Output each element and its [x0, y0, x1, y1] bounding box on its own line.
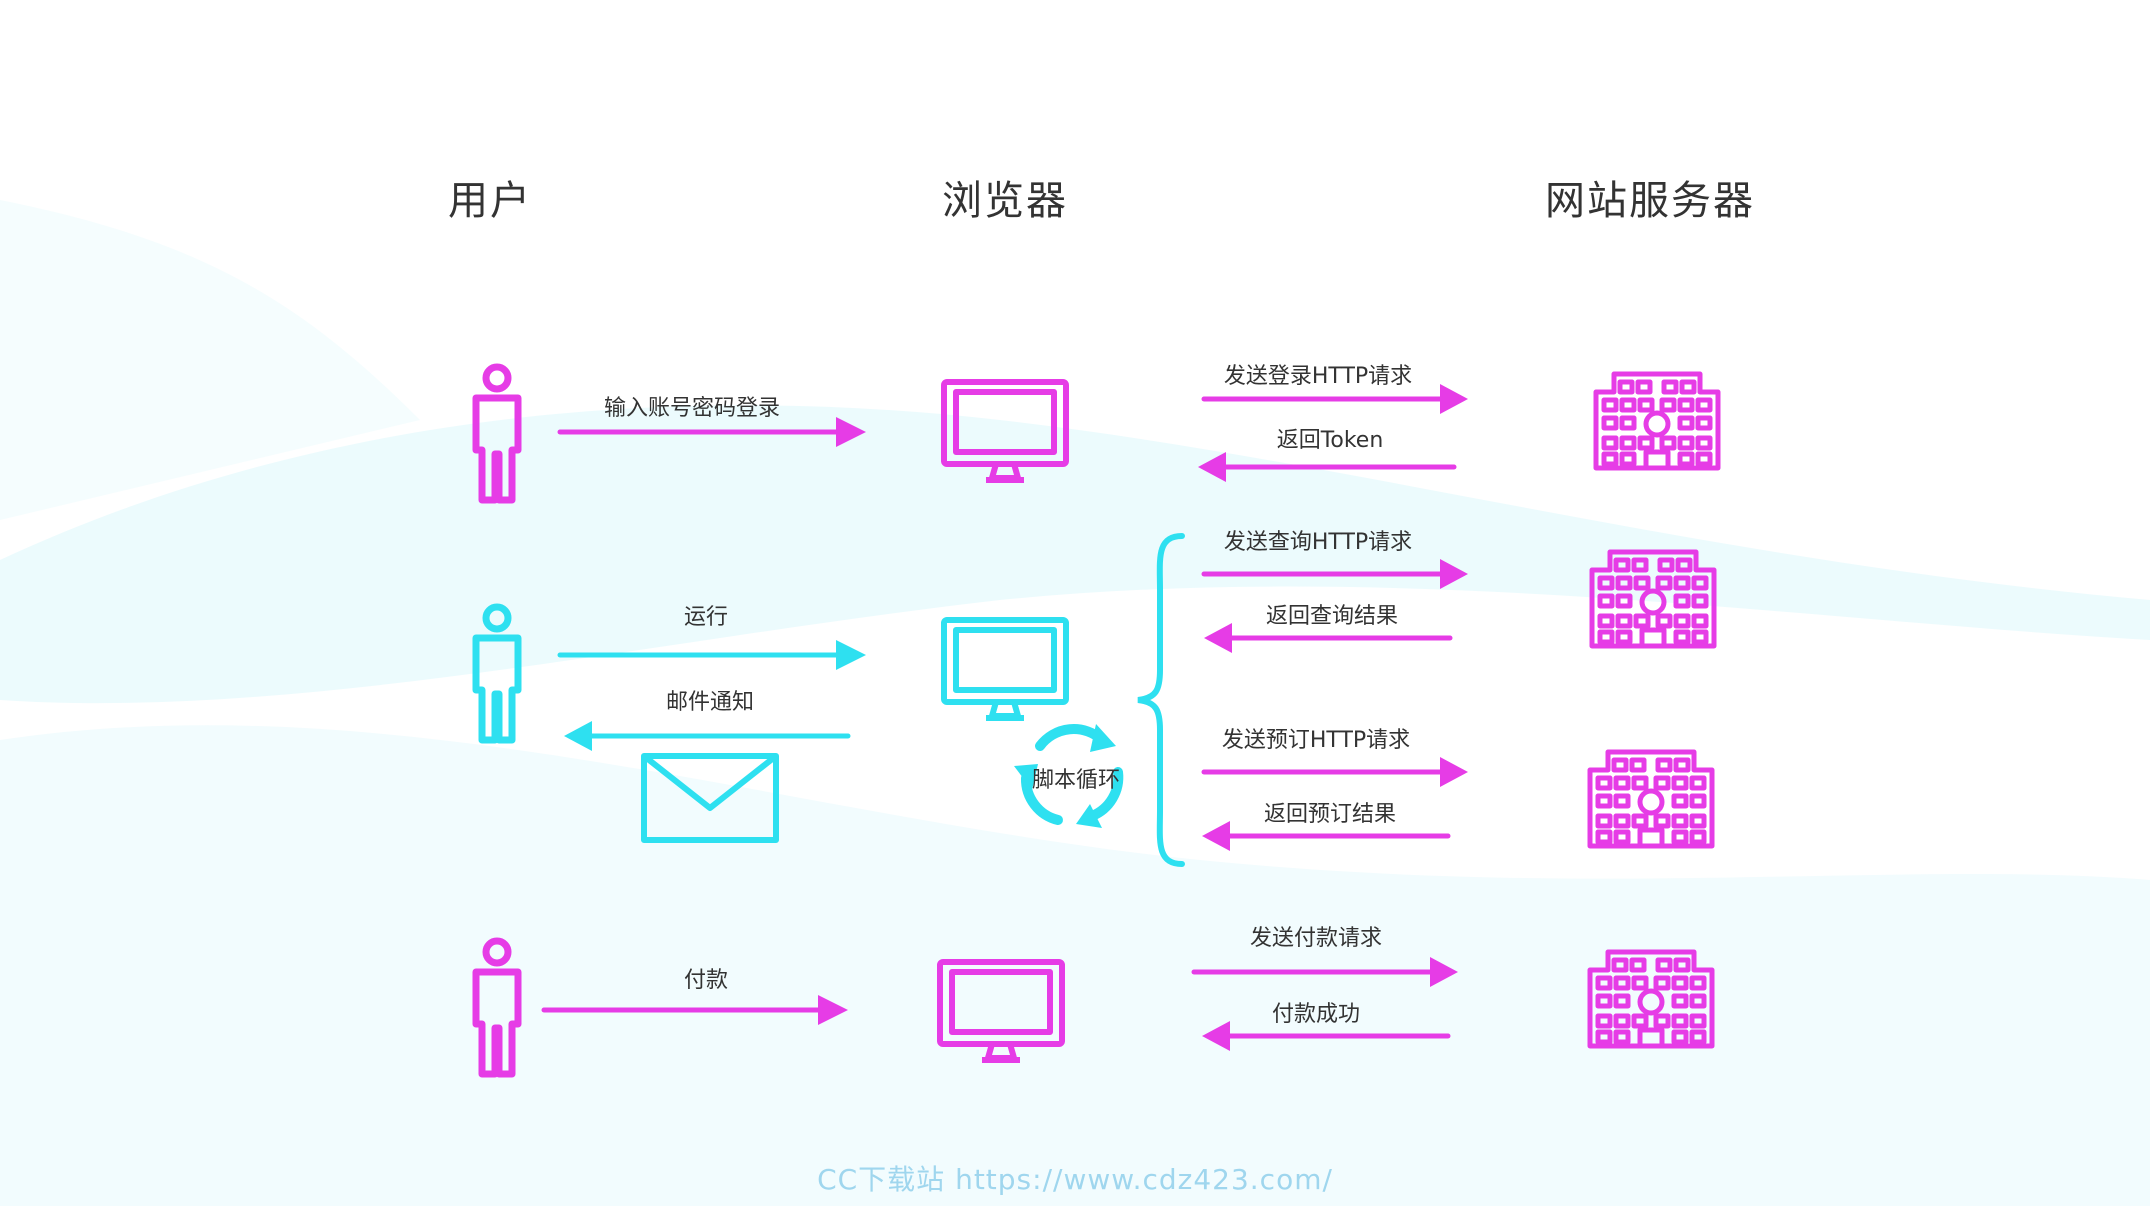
- label-query-request: 发送查询HTTP请求: [1223, 530, 1413, 555]
- arrow-right: [1201, 384, 1468, 414]
- cycle-arrows-icon: [1014, 724, 1124, 828]
- arrow-right: [557, 417, 866, 447]
- label-run: 运行: [683, 605, 729, 630]
- label-book-response: 返回预订结果: [1263, 802, 1397, 827]
- label-script-loop: 脚本循环: [1031, 768, 1121, 793]
- label-pay-request: 发送付款请求: [1249, 926, 1383, 951]
- arrow-right: [1201, 757, 1468, 787]
- monitor-icon: [941, 379, 1069, 483]
- label-login-input: 输入账号密码登录: [603, 396, 781, 421]
- person-icon: [472, 937, 522, 1078]
- building-icon: [1587, 749, 1715, 849]
- arrow-left: [564, 721, 851, 751]
- arrow-right: [1201, 559, 1468, 589]
- watermark: CC下载站 https://www.cdz423.com/: [817, 1163, 1333, 1196]
- arrow-left: [1202, 821, 1451, 851]
- building-icon: [1589, 549, 1717, 649]
- monitor-icon: [941, 617, 1069, 721]
- label-pay-success: 付款成功: [1271, 1002, 1361, 1027]
- arrow-left: [1204, 623, 1453, 653]
- label-book-request: 发送预订HTTP请求: [1221, 728, 1411, 753]
- label-pay: 付款: [683, 968, 729, 993]
- label-login-response: 返回Token: [1276, 428, 1384, 453]
- arrow-left: [1202, 1021, 1451, 1051]
- arrow-left: [1198, 452, 1457, 482]
- arrow-right: [557, 640, 866, 670]
- label-mail-notify: 邮件通知: [665, 690, 755, 715]
- label-login-request: 发送登录HTTP请求: [1223, 364, 1413, 389]
- label-query-response: 返回查询结果: [1265, 604, 1399, 629]
- header-server: 网站服务器: [1545, 178, 1755, 224]
- person-icon: [472, 603, 522, 744]
- arrow-right: [1191, 957, 1458, 987]
- building-icon: [1587, 949, 1715, 1049]
- envelope-icon: [641, 753, 779, 843]
- monitor-icon: [937, 959, 1065, 1063]
- header-user: 用户: [448, 178, 532, 224]
- building-icon: [1593, 371, 1721, 471]
- brace-icon: [1137, 533, 1185, 867]
- header-browser: 浏览器: [942, 178, 1068, 224]
- arrow-right: [541, 995, 848, 1025]
- person-icon: [472, 363, 522, 504]
